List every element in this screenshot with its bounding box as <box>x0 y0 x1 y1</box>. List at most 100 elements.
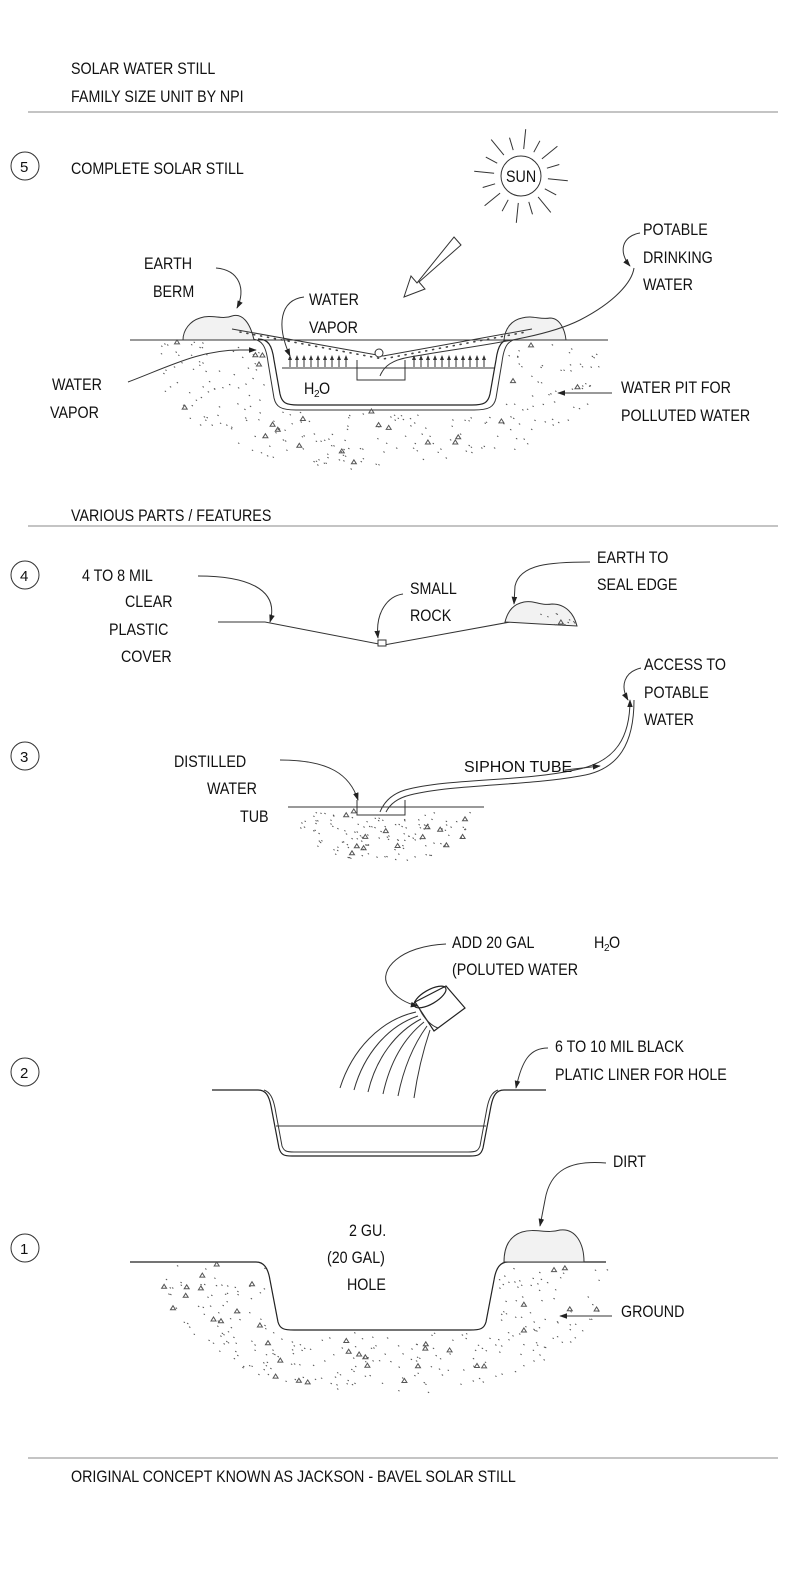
section-1: 1 2 GU. (20 GAL) HOLE DIRT GROUND <box>10 1153 684 1394</box>
potable-leader <box>622 232 641 267</box>
hole-label-2: (20 GAL) <box>327 1249 385 1267</box>
header-subtitle: FAMILY SIZE UNIT BY NPI <box>71 88 244 106</box>
distilled-tub-5 <box>356 360 406 381</box>
section-3: 3 DISTILLED WATER TUB SIPHON TUBE ACCESS… <box>10 656 726 861</box>
h2o-label-5-h: H <box>304 380 314 398</box>
siphon-tube-5 <box>379 267 635 377</box>
earth-berm-leader <box>215 267 243 309</box>
step-circle-3 <box>10 741 40 771</box>
h2o-label-5-sub: 2 <box>314 389 320 400</box>
weight-rock-5 <box>374 348 384 358</box>
earth-berm-label-1: EARTH <box>144 255 192 273</box>
earth-seal-leader <box>511 561 591 605</box>
earth-berm-left <box>182 314 255 341</box>
water-vapor-outer-label-2: VAPOR <box>50 404 99 422</box>
access-water-label-2: POTABLE <box>644 684 709 702</box>
potable-label-1: POTABLE <box>643 221 708 239</box>
sunlight-arrow <box>403 236 462 298</box>
section-5: 5 COMPLETE SOLAR STILL SUN EARTH BERM <box>10 129 750 470</box>
liner-hole-inner <box>263 1089 499 1153</box>
dirt-label: DIRT <box>613 1153 646 1171</box>
plastic-cover-label-1: 4 TO 8 MIL <box>82 567 153 585</box>
add-water-label-1: ADD 20 GAL <box>452 934 535 952</box>
plastic-cover-label-4: COVER <box>121 648 172 666</box>
h2o-label-5-o: O <box>319 380 330 398</box>
access-water-leader <box>621 667 642 701</box>
distilled-tub-label-1: DISTILLED <box>174 753 246 771</box>
h2o-label-2-o: O <box>609 934 620 952</box>
water-vapor-inner-label-2: VAPOR <box>309 319 358 337</box>
small-rock-leader <box>374 593 404 639</box>
step-circle-2 <box>10 1057 40 1087</box>
distilled-tub-label-3: TUB <box>240 808 269 826</box>
plastic-cover-5 <box>231 328 533 357</box>
earth-seal-mound <box>504 601 578 627</box>
dirt-mound <box>503 1229 585 1263</box>
liner-label-1: 6 TO 10 MIL BLACK <box>555 1038 685 1056</box>
add-water-label-2: (POLUTED WATER <box>452 961 578 979</box>
ground-label: GROUND <box>621 1303 684 1321</box>
pouring-water <box>339 1011 431 1099</box>
small-rock-4 <box>377 639 387 647</box>
header-title: SOLAR WATER STILL <box>71 60 216 78</box>
siphon-tube-3-inner <box>385 699 635 813</box>
siphon-tube-label: SIPHON TUBE <box>464 759 572 776</box>
access-water-label-1: ACCESS TO <box>644 656 726 674</box>
step-circle-4 <box>10 560 40 590</box>
small-rock-label-1: SMALL <box>410 580 457 598</box>
vapor-arrows <box>288 355 486 367</box>
section-5-title: COMPLETE SOLAR STILL <box>71 160 244 178</box>
hole-label-3: HOLE <box>347 1276 386 1294</box>
h2o-label-2-h: H <box>594 934 604 952</box>
plastic-cover-label-3: PLASTIC <box>109 621 168 639</box>
water-vapor-inner-label-1: WATER <box>309 291 359 309</box>
siphon-tube-3 <box>379 699 633 813</box>
water-pit-label-2: POLLUTED WATER <box>621 407 750 425</box>
potable-label-3: WATER <box>643 276 693 294</box>
hole-label-1: 2 GU. <box>349 1222 386 1240</box>
dirt-leader <box>538 1161 607 1227</box>
section-2: 2 ADD 20 GAL (POLUTED WATER H 2 O 6 TO 1… <box>10 934 727 1157</box>
distilled-tub-3 <box>356 800 406 816</box>
pit-liner-5 <box>257 338 513 406</box>
add-water-leader <box>385 943 447 1008</box>
water-vapor-outer-label-1: WATER <box>52 376 102 394</box>
parts-divider-label: VARIOUS PARTS / FEATURES <box>71 507 271 525</box>
footer-note: ORIGINAL CONCEPT KNOWN AS JACKSON - BAVE… <box>71 1468 516 1486</box>
section-4: 4 4 TO 8 MIL CLEAR PLASTIC COVER SMALL R… <box>10 549 677 666</box>
water-pit-label-1: WATER PIT FOR <box>621 379 731 397</box>
potable-label-2: DRINKING <box>643 249 713 267</box>
step-number-4: 4 <box>20 568 28 585</box>
small-rock-label-2: ROCK <box>410 607 452 625</box>
step-number-2: 2 <box>20 1065 28 1082</box>
step-number-3: 3 <box>20 749 28 766</box>
step-number-5: 5 <box>20 159 28 176</box>
liner-hole <box>212 1089 546 1157</box>
soil-stipple-1 <box>160 1261 609 1394</box>
earth-berm-label-2: BERM <box>153 283 194 301</box>
step-circle-1 <box>10 1233 40 1263</box>
liner-leader <box>514 1047 549 1089</box>
step-number-1: 1 <box>20 1241 28 1258</box>
distilled-tub-label-2: WATER <box>207 780 257 798</box>
bucket-icon <box>413 985 466 1032</box>
soil-stipple-5 <box>160 338 600 470</box>
sun-label: SUN <box>506 168 536 186</box>
earth-seal-label-2: SEAL EDGE <box>597 576 677 594</box>
siphon-return <box>564 764 601 771</box>
water-vapor-outer-leader <box>127 347 257 383</box>
plastic-cover-label-2: CLEAR <box>125 593 173 611</box>
pit-liner-5-outer <box>251 338 519 411</box>
water-vapor-inner-leader <box>281 296 305 357</box>
distilled-tub-leader <box>279 759 359 801</box>
earth-seal-label-1: EARTH TO <box>597 549 668 567</box>
h2o-label-2-sub: 2 <box>604 943 610 954</box>
condensation-drops <box>239 331 527 360</box>
access-water-label-3: WATER <box>644 711 694 729</box>
step-circle-5 <box>10 151 40 181</box>
earth-berm-right <box>503 316 567 341</box>
plastic-cover-leader <box>197 575 275 623</box>
sun-icon <box>474 129 568 223</box>
liner-label-2: PLATIC LINER FOR HOLE <box>555 1066 727 1084</box>
